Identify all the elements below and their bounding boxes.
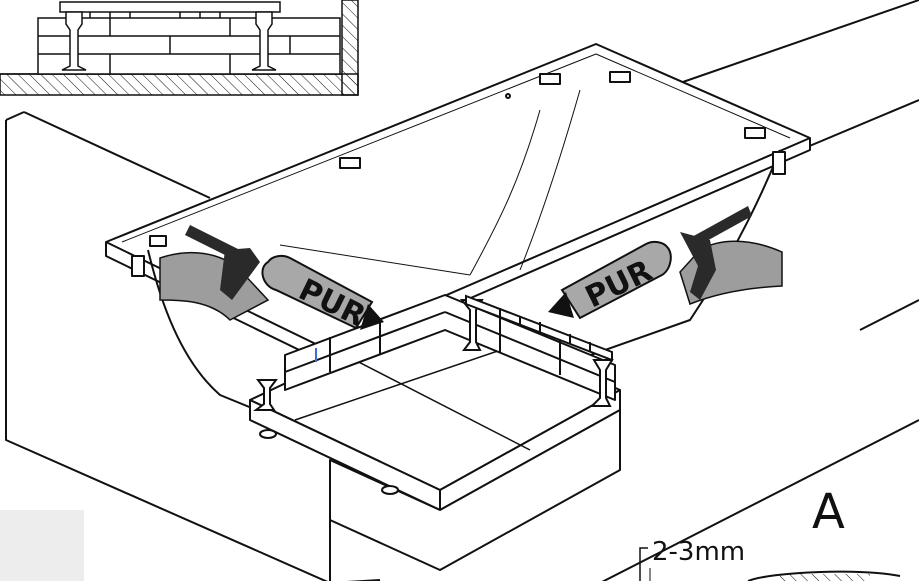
right-cartridge bbox=[560, 240, 672, 320]
gap-dimension-label: 2-3mm bbox=[652, 537, 745, 567]
gray-panel-bottom-left bbox=[0, 510, 84, 581]
left-hand bbox=[159, 251, 270, 321]
brick-platform bbox=[249, 294, 621, 571]
inset-detail-top-left bbox=[0, 0, 359, 96]
support-feet bbox=[253, 294, 614, 495]
detail-a-callout: A 2-3mm bbox=[639, 484, 901, 581]
left-cartridge bbox=[261, 254, 374, 330]
detail-letter-a: A bbox=[812, 484, 845, 540]
